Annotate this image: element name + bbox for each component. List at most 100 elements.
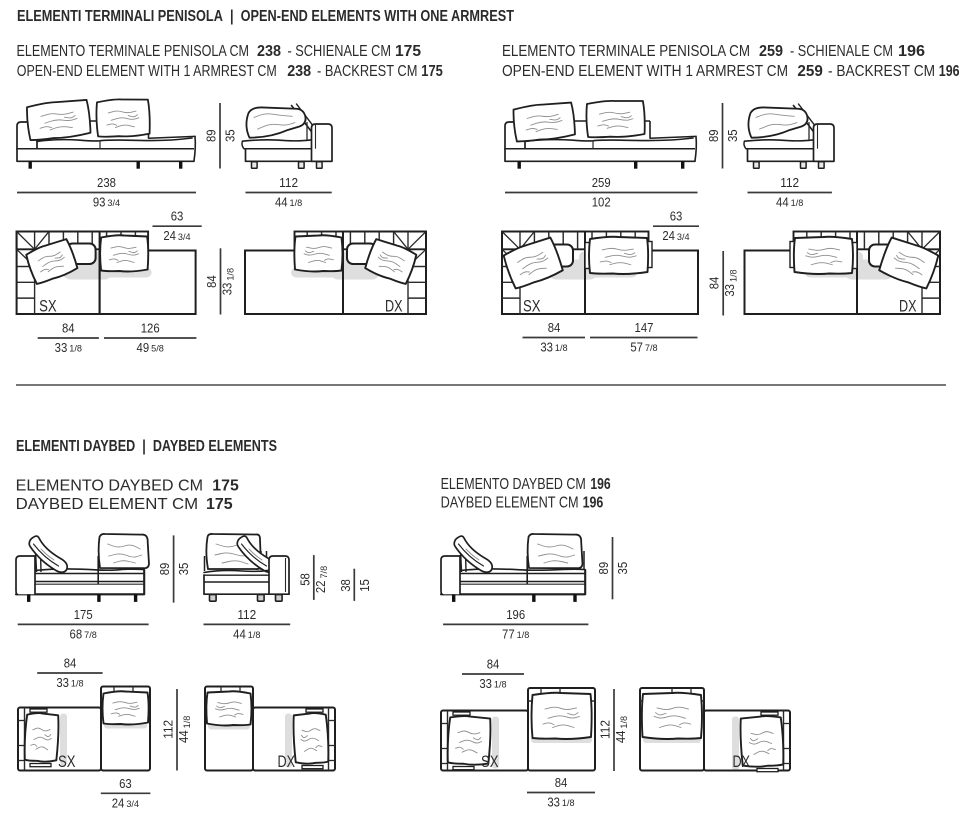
svg-text:49: 49	[137, 341, 150, 355]
svg-text:3/4: 3/4	[677, 232, 690, 242]
svg-text:44: 44	[275, 196, 288, 210]
svg-text:44: 44	[233, 627, 246, 641]
svg-text:259: 259	[759, 43, 783, 60]
svg-text:OPEN-END ELEMENT WITH 1 ARMRES: OPEN-END ELEMENT WITH 1 ARMREST CM	[502, 63, 788, 80]
svg-text:238: 238	[97, 176, 116, 190]
svg-text:77: 77	[502, 627, 515, 641]
svg-text:35: 35	[224, 129, 238, 142]
svg-text:33: 33	[479, 677, 492, 691]
svg-text:24: 24	[662, 229, 675, 243]
svg-text:89: 89	[158, 563, 172, 576]
svg-text:1/8: 1/8	[248, 630, 261, 640]
svg-text:238: 238	[257, 43, 281, 60]
svg-text:SX: SX	[58, 753, 76, 771]
svg-text:SX: SX	[481, 753, 499, 771]
svg-text:84: 84	[62, 322, 75, 336]
svg-text:1/8: 1/8	[619, 716, 629, 729]
svg-text:175: 175	[206, 496, 233, 513]
svg-text:102: 102	[592, 196, 611, 210]
svg-text:- BACKREST CM: - BACKREST CM	[317, 63, 417, 80]
svg-text:259: 259	[797, 63, 822, 80]
svg-text:175: 175	[395, 43, 421, 60]
svg-text:196: 196	[590, 476, 610, 493]
svg-text:112: 112	[162, 720, 176, 739]
svg-text:24: 24	[163, 229, 176, 243]
svg-text:SX: SX	[523, 298, 541, 316]
svg-text:7/8: 7/8	[84, 630, 97, 640]
svg-text:38: 38	[339, 579, 353, 592]
svg-text:SX: SX	[39, 298, 57, 316]
svg-text:35: 35	[616, 562, 630, 575]
svg-text:175: 175	[74, 608, 93, 622]
svg-text:ELEMENTO TERMINALE PENISOLA CM: ELEMENTO TERMINALE PENISOLA CM	[17, 43, 250, 60]
svg-text:ELEMENTO DAYBED CM: ELEMENTO DAYBED CM	[441, 476, 586, 493]
svg-text:1/8: 1/8	[562, 798, 575, 808]
svg-text:63: 63	[171, 210, 184, 224]
svg-text:- SCHIENALE CM: - SCHIENALE CM	[790, 43, 893, 60]
svg-text:112: 112	[279, 176, 298, 190]
svg-text:7/8: 7/8	[319, 566, 329, 579]
svg-text:24: 24	[112, 796, 125, 810]
svg-text:1/8: 1/8	[728, 269, 738, 282]
svg-text:238: 238	[287, 63, 311, 80]
svg-text:196: 196	[898, 43, 925, 60]
svg-text:DX: DX	[899, 298, 917, 316]
svg-text:- SCHIENALE CM: - SCHIENALE CM	[288, 43, 392, 60]
svg-text:57: 57	[630, 341, 643, 355]
svg-text:1/8: 1/8	[494, 680, 507, 690]
svg-text:196: 196	[583, 495, 604, 512]
svg-text:1/8: 1/8	[182, 716, 192, 729]
svg-text:DAYBED ELEMENT CM: DAYBED ELEMENT CM	[441, 495, 579, 512]
svg-text:84: 84	[64, 657, 77, 671]
svg-text:33: 33	[723, 284, 737, 297]
svg-text:68: 68	[70, 627, 83, 641]
svg-text:259: 259	[592, 176, 611, 190]
svg-text:33: 33	[56, 676, 69, 690]
svg-text:33: 33	[55, 341, 68, 355]
svg-text:89: 89	[205, 129, 219, 142]
svg-text:35: 35	[726, 129, 740, 142]
svg-text:1/8: 1/8	[69, 344, 82, 354]
svg-text:7/8: 7/8	[645, 343, 658, 353]
svg-text:63: 63	[670, 210, 683, 224]
svg-text:63: 63	[119, 777, 132, 791]
svg-text:147: 147	[635, 321, 654, 335]
svg-text:33: 33	[540, 341, 553, 355]
svg-text:5/8: 5/8	[151, 344, 164, 354]
svg-text:3/4: 3/4	[126, 799, 139, 809]
svg-text:3/4: 3/4	[178, 232, 191, 242]
svg-text:35: 35	[177, 563, 191, 576]
svg-text:196: 196	[506, 608, 525, 622]
svg-text:126: 126	[141, 322, 160, 336]
svg-text:ELEMENTI DAYBED | DAYBED ELE: ELEMENTI DAYBED | DAYBED ELEMENTS	[16, 438, 277, 455]
svg-text:112: 112	[599, 720, 613, 739]
svg-text:DAYBED ELEMENT CM: DAYBED ELEMENT CM	[16, 496, 199, 513]
svg-text:44: 44	[614, 731, 628, 744]
svg-text:33: 33	[221, 283, 235, 296]
svg-text:ELEMENTI TERMINALI PENISOLA |: ELEMENTI TERMINALI PENISOLA | OPEN-END E…	[17, 8, 514, 25]
svg-text:1/8: 1/8	[517, 630, 530, 640]
svg-text:1/8: 1/8	[290, 198, 303, 208]
svg-text:DX: DX	[733, 753, 751, 771]
svg-text:DX: DX	[385, 298, 403, 316]
svg-text:84: 84	[555, 776, 568, 790]
svg-text:ELEMENTO TERMINALE PENISOLA CM: ELEMENTO TERMINALE PENISOLA CM	[502, 43, 750, 60]
svg-text:93: 93	[93, 196, 106, 210]
svg-text:DX: DX	[278, 753, 296, 771]
svg-text:112: 112	[780, 176, 799, 190]
svg-text:112: 112	[237, 608, 256, 622]
svg-text:44: 44	[177, 730, 191, 743]
svg-text:89: 89	[707, 129, 721, 142]
svg-text:84: 84	[708, 277, 722, 290]
svg-text:1/8: 1/8	[555, 343, 568, 353]
svg-text:58: 58	[298, 573, 312, 586]
svg-text:OPEN-END ELEMENT WITH 1 ARMRES: OPEN-END ELEMENT WITH 1 ARMREST CM	[17, 63, 277, 80]
svg-text:22: 22	[314, 581, 328, 594]
svg-text:175: 175	[212, 478, 239, 495]
svg-text:ELEMENTO DAYBED CM: ELEMENTO DAYBED CM	[16, 478, 203, 495]
svg-text:33: 33	[547, 796, 560, 810]
svg-text:- BACKREST CM: - BACKREST CM	[828, 63, 935, 80]
svg-text:196: 196	[939, 63, 960, 80]
svg-text:44: 44	[776, 196, 789, 210]
svg-text:84: 84	[487, 658, 500, 672]
